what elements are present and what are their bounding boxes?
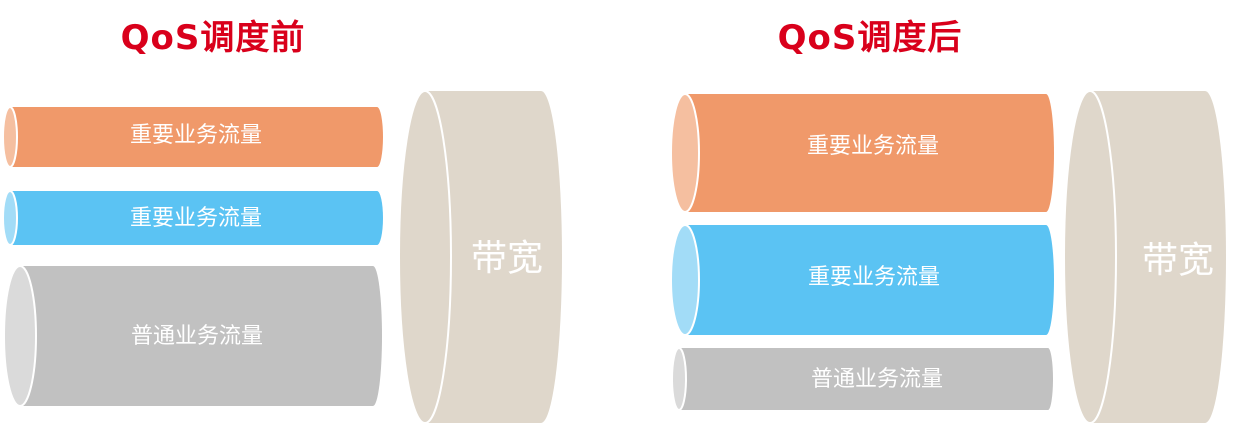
flow-cylinder-after-1: 重要业务流量: [670, 93, 1054, 213]
bandwidth-cylinder-after: 带宽: [1063, 90, 1226, 424]
flow-cylinder-before-2: 重要业务流量: [2, 190, 383, 246]
flow-cylinder-before-3: 普通业务流量: [3, 265, 382, 407]
flow-label-before-2: 重要业务流量: [130, 206, 262, 231]
panel-title-after: QoS调度后: [777, 18, 963, 58]
flow-body-before-3: [20, 266, 382, 406]
flow-cap-before-2: [2, 190, 18, 246]
bandwidth-body-before: [425, 91, 562, 423]
flow-cap-before-3: [3, 265, 37, 407]
flow-cap-after-1: [670, 93, 700, 213]
flow-body-after-2: [685, 225, 1054, 335]
flow-cap-before-1: [2, 106, 18, 168]
flow-body-before-1: [10, 107, 383, 167]
panel-before: 重要业务流量 重要业务流量 普通业务流量 带宽: [2, 90, 562, 424]
flow-label-after-3: 普通业务流量: [811, 367, 943, 392]
flow-label-after-1: 重要业务流量: [807, 134, 939, 159]
flow-body-after-3: [679, 348, 1053, 410]
flow-cylinder-after-2: 重要业务流量: [670, 224, 1054, 336]
flow-cylinder-after-3: 普通业务流量: [671, 347, 1053, 411]
flow-cap-after-3: [671, 347, 687, 411]
bandwidth-cap-after: [1063, 90, 1117, 424]
flow-cylinder-before-1: 重要业务流量: [2, 106, 383, 168]
bandwidth-label-before: 带宽: [471, 238, 543, 279]
flow-label-after-2: 重要业务流量: [808, 265, 940, 290]
bandwidth-cylinder-before: 带宽: [398, 90, 562, 424]
flow-label-before-3: 普通业务流量: [131, 324, 263, 349]
flow-cap-after-2: [670, 224, 700, 336]
flow-body-before-2: [10, 191, 383, 245]
flow-body-after-1: [685, 94, 1054, 212]
panel-after: 重要业务流量 重要业务流量 普通业务流量 带宽: [670, 90, 1226, 424]
flow-label-before-1: 重要业务流量: [130, 123, 262, 148]
bandwidth-label-after: 带宽: [1142, 240, 1214, 281]
bandwidth-cap-before: [398, 90, 452, 424]
bandwidth-body-after: [1090, 91, 1226, 423]
panel-title-before: QoS调度前: [120, 18, 306, 58]
